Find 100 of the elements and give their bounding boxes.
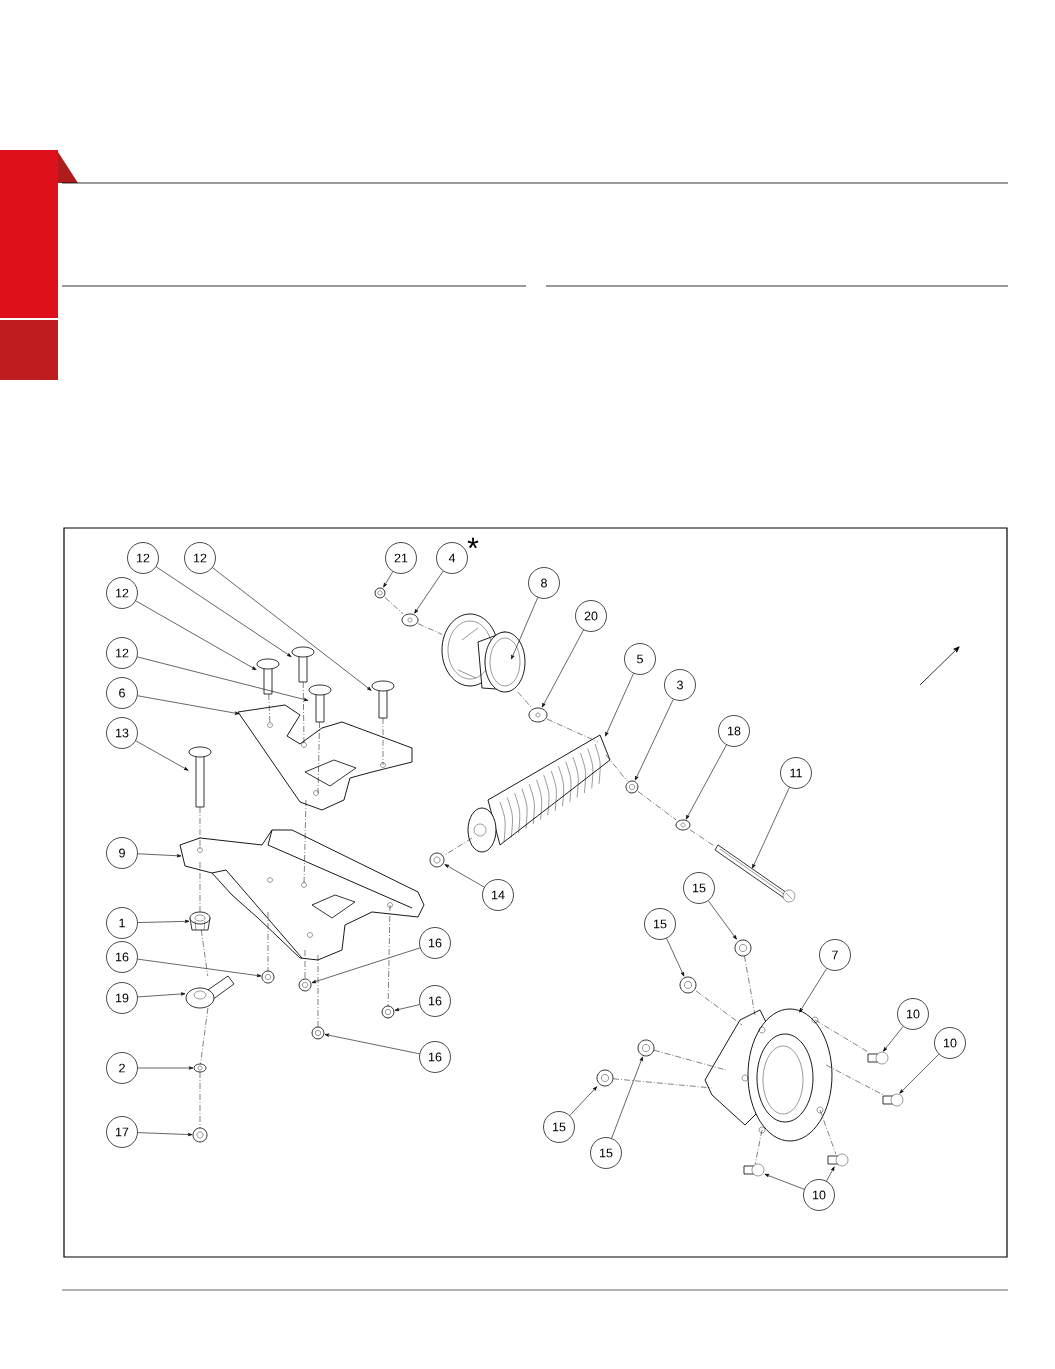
nut: [381, 1005, 395, 1019]
callout-number: 15: [683, 872, 715, 904]
leader-line: [324, 1033, 420, 1055]
center-line: [417, 623, 443, 635]
washer: [401, 613, 419, 627]
nut: [637, 1039, 655, 1057]
callout-number: 7: [819, 939, 851, 971]
leader-line: [137, 1066, 194, 1070]
center-line: [304, 949, 306, 980]
leader-line: [799, 968, 827, 1013]
bushing: [189, 911, 211, 931]
nut: [734, 939, 752, 957]
leader-line: [137, 958, 262, 978]
center-line: [819, 1109, 837, 1155]
center-line: [200, 1007, 209, 1065]
center-line: [653, 1049, 727, 1071]
callout-number: 18: [718, 715, 750, 747]
center-line: [382, 717, 384, 766]
callout-number: 10: [803, 1179, 835, 1211]
callout-number: 17: [106, 1116, 138, 1148]
leader-line: [764, 1173, 805, 1190]
leader-line: [137, 656, 309, 702]
center-line: [605, 754, 628, 782]
leader-line: [511, 597, 539, 660]
leader-line: [137, 919, 190, 923]
center-line: [267, 911, 269, 972]
callout-number: 5: [624, 643, 656, 675]
callout-number: 3: [664, 669, 696, 701]
center-line: [199, 806, 201, 851]
rod-end: [185, 975, 235, 1009]
center-line: [384, 597, 404, 615]
leader-line: [135, 600, 257, 671]
leader-line: [137, 992, 186, 998]
hub-flange: [704, 1008, 833, 1142]
center-line: [689, 829, 716, 847]
nut: [311, 1026, 325, 1040]
asterisk-note: *: [467, 537, 479, 549]
callout-number: 11: [780, 757, 812, 789]
leader-line: [444, 864, 485, 888]
washer: [675, 819, 691, 831]
callout-number: 19: [106, 982, 138, 1014]
center-line: [199, 861, 201, 913]
center-line: [199, 1071, 201, 1129]
center-line: [814, 1019, 869, 1053]
washer: [528, 707, 548, 723]
callout-number: 12: [127, 542, 159, 574]
center-line: [387, 904, 391, 1007]
callout-number: 14: [482, 879, 514, 911]
callout-number: 1: [106, 907, 138, 939]
nut: [261, 970, 275, 984]
pulley: [441, 613, 526, 693]
leader-line: [708, 900, 737, 940]
leader-line: [137, 853, 182, 858]
bolt: [291, 646, 315, 683]
center-line: [443, 837, 473, 856]
bolt: [867, 1051, 889, 1065]
center-line: [695, 990, 743, 1026]
nut: [298, 978, 312, 992]
leader-line: [605, 673, 634, 737]
leader-line: [394, 1004, 420, 1012]
nut: [625, 780, 639, 794]
center-line: [201, 929, 208, 977]
bracket-plate: [179, 829, 425, 961]
bolt: [308, 684, 332, 723]
callout-number: 13: [106, 717, 138, 749]
leader-line: [752, 787, 790, 869]
leader-line: [311, 947, 421, 984]
center-line: [317, 721, 320, 794]
center-line: [303, 799, 307, 886]
long-bolt: [714, 844, 796, 903]
leader-line: [414, 570, 444, 614]
leader-line: [826, 1166, 835, 1182]
leader-line: [541, 629, 584, 708]
bolt: [743, 1163, 765, 1177]
nut: [679, 976, 697, 994]
spring-damper: [467, 734, 611, 853]
leader-line: [569, 1086, 598, 1116]
callout-number: 16: [419, 985, 451, 1017]
center-line: [637, 791, 677, 821]
callout-number: 21: [385, 542, 417, 574]
bolt: [188, 746, 212, 808]
leader-line: [666, 938, 685, 977]
center-line: [825, 1064, 884, 1095]
callout-number: 10: [897, 998, 929, 1030]
center-line: [317, 954, 319, 1028]
center-line: [612, 1078, 713, 1089]
callout-number: 12: [106, 637, 138, 669]
leader-line: [634, 699, 674, 781]
leader-line: [883, 1026, 904, 1052]
callout-number: 6: [106, 677, 138, 709]
washer: [193, 1063, 207, 1073]
leader-line: [685, 744, 727, 820]
center-line: [744, 955, 756, 1016]
leader-line: [135, 740, 189, 771]
leader-line: [155, 566, 292, 657]
callout-number: 8: [528, 567, 560, 599]
leader-line: [137, 1132, 193, 1137]
callout-number: 12: [184, 542, 216, 574]
callout-number: 2: [106, 1052, 138, 1084]
callout-number: 15: [644, 908, 676, 940]
